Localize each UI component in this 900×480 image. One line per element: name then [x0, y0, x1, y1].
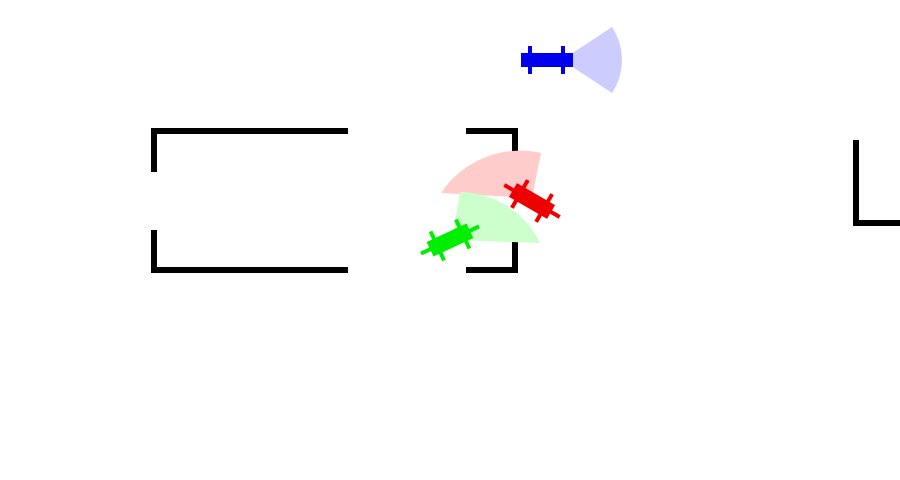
red-robot-axle — [503, 183, 561, 219]
blue-robot-wheel — [528, 46, 532, 74]
wall-top-left — [151, 128, 348, 172]
green-robot-wheel — [428, 230, 446, 262]
blue-robot-vision-cone — [562, 27, 622, 93]
blue-robot-body — [521, 53, 573, 67]
blue-robot — [521, 46, 573, 74]
wall-bottom-left — [151, 230, 348, 273]
blue-robot-wheel — [561, 46, 565, 74]
green-robot-wheel — [454, 218, 472, 250]
green-robot — [420, 218, 480, 262]
wall-far-right — [853, 140, 900, 226]
red-robot-wheel — [534, 193, 554, 223]
red-robot — [503, 179, 561, 223]
red-robot-wheel — [510, 179, 530, 209]
walls — [151, 128, 900, 273]
wall-bottom-right — [466, 230, 518, 273]
green-robot-axle — [420, 224, 480, 256]
